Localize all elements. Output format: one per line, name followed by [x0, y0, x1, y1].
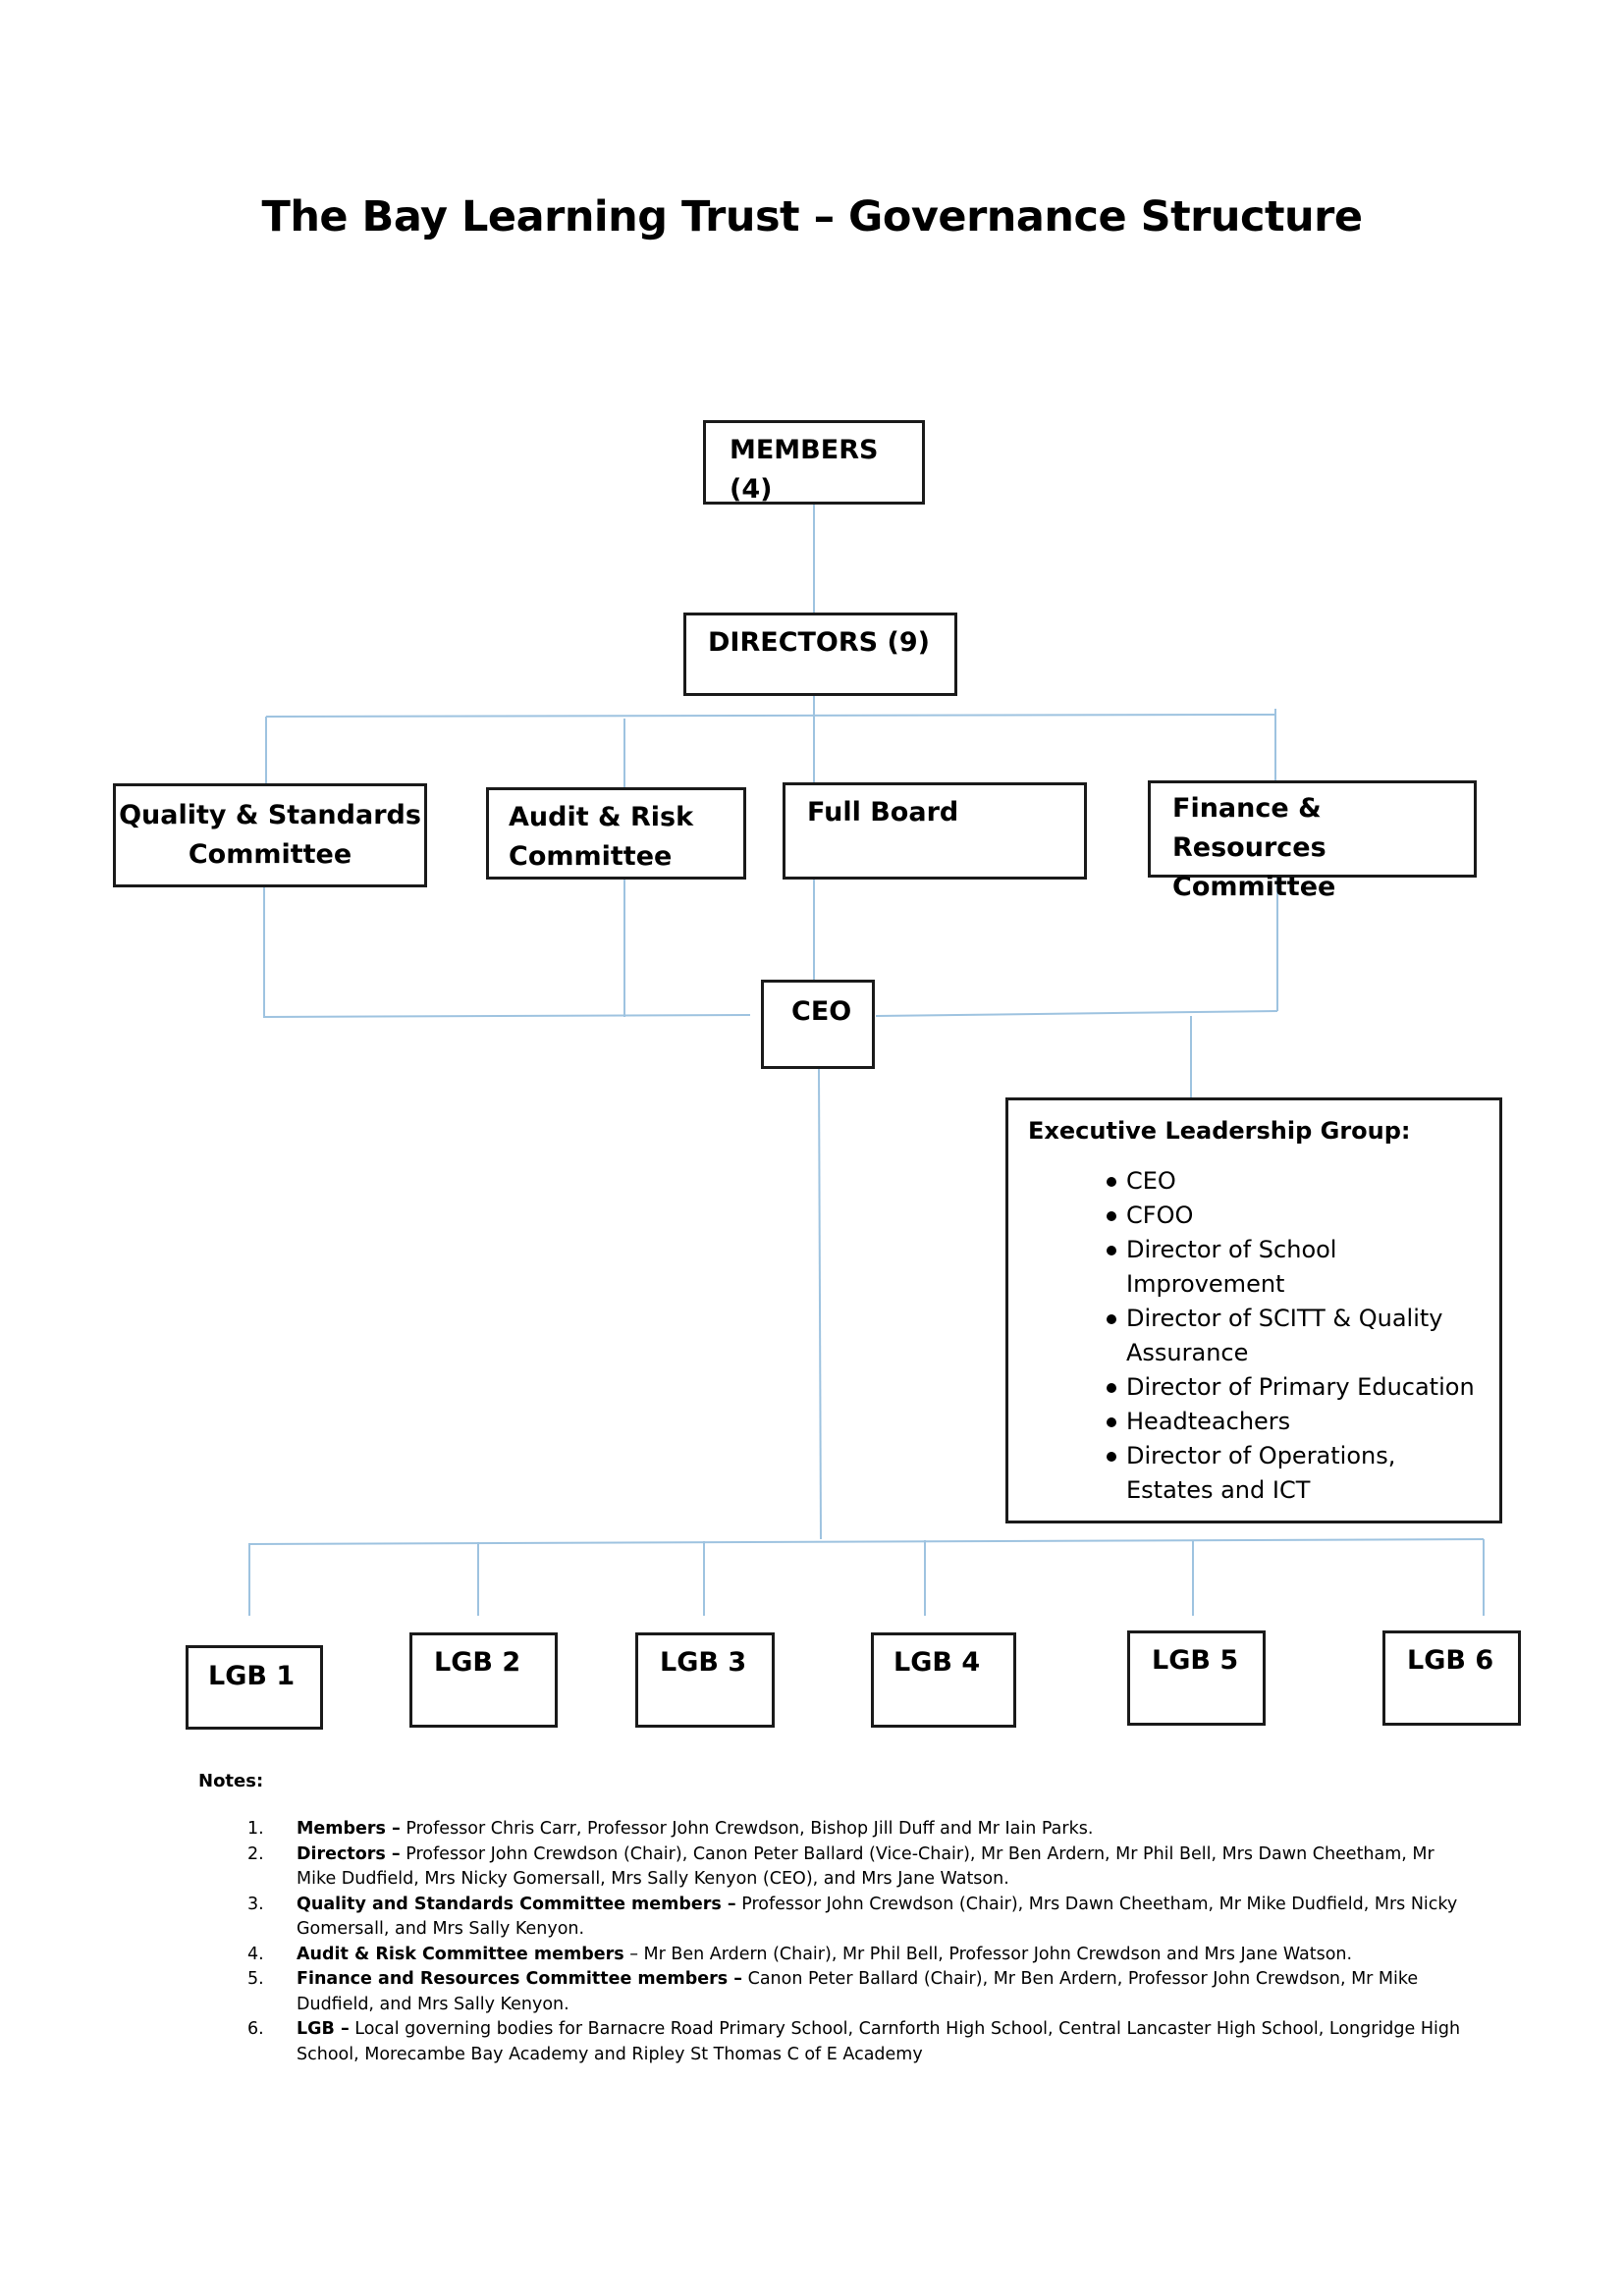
lgb-6-box: LGB 6 — [1382, 1630, 1521, 1726]
elg-list: CEO CFOO Director of School Improvement … — [1028, 1164, 1482, 1508]
bullet-icon — [1107, 1439, 1126, 1473]
note-label: Quality and Standards Committee members … — [297, 1894, 736, 1914]
note-text: Canon Peter Ballard (Chair), Mr Ben Arde… — [297, 1969, 1419, 2014]
finance-resources-committee-box: Finance & Resources Committee — [1148, 780, 1477, 902]
list-item: 1. Members – Professor Chris Carr, Profes… — [198, 1817, 1475, 1842]
list-item: 6. LGB – Local governing bodies for Barna… — [198, 2017, 1475, 2067]
note-number: 4. — [247, 1944, 264, 1964]
lgb-3-box: LGB 3 — [635, 1632, 775, 1728]
elg-item-text: Director of Operations, Estates and ICT — [1126, 1442, 1396, 1504]
full-board-label: Full Board — [807, 797, 959, 828]
lgb-3-label: LGB 3 — [660, 1647, 747, 1678]
bullet-icon — [1107, 1405, 1126, 1439]
connector-right-bus — [875, 1010, 1278, 1017]
note-number: 3. — [247, 1894, 264, 1914]
connector-top-bus — [265, 714, 1276, 718]
quality-label-line2: Committee — [188, 839, 352, 870]
notes-list: 1. Members – Professor Chris Carr, Profes… — [198, 1817, 1475, 2067]
note-label: Audit & Risk Committee members — [297, 1944, 624, 1964]
connector-ceo-down — [818, 1068, 822, 1540]
note-number: 5. — [247, 1969, 264, 1989]
notes-title: Notes: — [198, 1771, 264, 1791]
members-box: MEMBERS (4) — [703, 420, 925, 505]
list-item: Director of SCITT & Quality Assurance — [1028, 1302, 1482, 1370]
ceo-box: CEO — [761, 980, 875, 1069]
list-item: Director of Primary Education — [1028, 1370, 1482, 1405]
audit-label-line1: Audit & Risk — [509, 802, 694, 832]
note-text: – Mr Ben Ardern (Chair), Mr Phil Bell, P… — [623, 1944, 1353, 1964]
elg-item-text: Director of SCITT & Quality Assurance — [1126, 1305, 1443, 1366]
lgb-6-label: LGB 6 — [1407, 1645, 1494, 1676]
elg-item-text: Director of Primary Education — [1126, 1373, 1475, 1401]
note-label: LGB – — [297, 2019, 350, 2039]
finance-label-line2: Committee — [1172, 872, 1336, 902]
full-board-box: Full Board — [783, 782, 1087, 880]
ceo-label: CEO — [791, 996, 852, 1027]
list-item: Director of Operations, Estates and ICT — [1028, 1439, 1482, 1508]
bullet-icon — [1107, 1233, 1126, 1267]
list-item: 3. Quality and Standards Committee member… — [198, 1893, 1475, 1943]
note-label: Members – — [297, 1819, 401, 1839]
note-text: Professor John Crewdson (Chair), Mrs Daw… — [297, 1894, 1458, 1940]
note-text: Professor John Crewdson (Chair), Canon P… — [297, 1843, 1435, 1890]
bullet-icon — [1107, 1199, 1126, 1233]
bullet-icon — [1107, 1370, 1126, 1405]
lgb-2-label: LGB 2 — [434, 1647, 521, 1678]
lgb-2-box: LGB 2 — [409, 1632, 558, 1728]
list-item: 4. Audit & Risk Committee members – Mr Be… — [198, 1943, 1475, 1968]
elg-item-text: CEO — [1126, 1167, 1176, 1195]
quality-standards-committee-box: Quality & Standards Committee — [113, 783, 427, 887]
bullet-icon — [1107, 1164, 1126, 1199]
list-item: CEO — [1028, 1164, 1482, 1199]
directors-label: DIRECTORS (9) — [708, 627, 930, 658]
connector-lgb-bus — [247, 1538, 1485, 1545]
elg-item-text: Director of School Improvement — [1126, 1236, 1337, 1298]
lgb-4-label: LGB 4 — [893, 1647, 981, 1678]
notes-section: Notes: 1. Members – Professor Chris Carr,… — [198, 1771, 1475, 2067]
lgb-5-label: LGB 5 — [1152, 1645, 1239, 1676]
lgb-1-label: LGB 1 — [208, 1661, 296, 1691]
elg-item-text: CFOO — [1126, 1201, 1194, 1229]
note-number: 6. — [247, 2019, 264, 2039]
note-text: Local governing bodies for Barnacre Road… — [297, 2019, 1461, 2064]
lgb-1-box: LGB 1 — [186, 1645, 323, 1730]
audit-risk-committee-box: Audit & Risk Committee — [486, 787, 746, 880]
note-label: Finance and Resources Committee members … — [297, 1969, 743, 1989]
finance-label-line1: Finance & Resources — [1172, 793, 1326, 863]
list-item: 2. Directors – Professor John Crewdson (C… — [198, 1842, 1475, 1893]
note-text: Professor Chris Carr, Professor John Cre… — [400, 1819, 1094, 1839]
list-item: 5. Finance and Resources Committee member… — [198, 1967, 1475, 2017]
page-title: The Bay Learning Trust – Governance Stru… — [261, 192, 1363, 241]
quality-label-line1: Quality & Standards — [119, 800, 421, 830]
elg-item-text: Headteachers — [1126, 1408, 1291, 1435]
lgb-5-box: LGB 5 — [1127, 1630, 1266, 1726]
members-label: MEMBERS (4) — [730, 435, 879, 505]
list-item: CFOO — [1028, 1199, 1482, 1233]
lgb-4-box: LGB 4 — [871, 1632, 1016, 1728]
bullet-icon — [1107, 1302, 1126, 1336]
list-item: Headteachers — [1028, 1405, 1482, 1439]
connector-left-bus — [262, 1014, 751, 1018]
directors-box: DIRECTORS (9) — [683, 613, 957, 696]
note-number: 1. — [247, 1819, 264, 1839]
elg-title: Executive Leadership Group: — [1028, 1117, 1411, 1145]
note-label: Directors – — [297, 1843, 401, 1864]
list-item: Director of School Improvement — [1028, 1233, 1482, 1302]
audit-label-line2: Committee — [509, 841, 673, 872]
note-number: 2. — [247, 1843, 264, 1864]
executive-leadership-group-box: Executive Leadership Group: CEO CFOO Dir… — [1005, 1097, 1502, 1523]
